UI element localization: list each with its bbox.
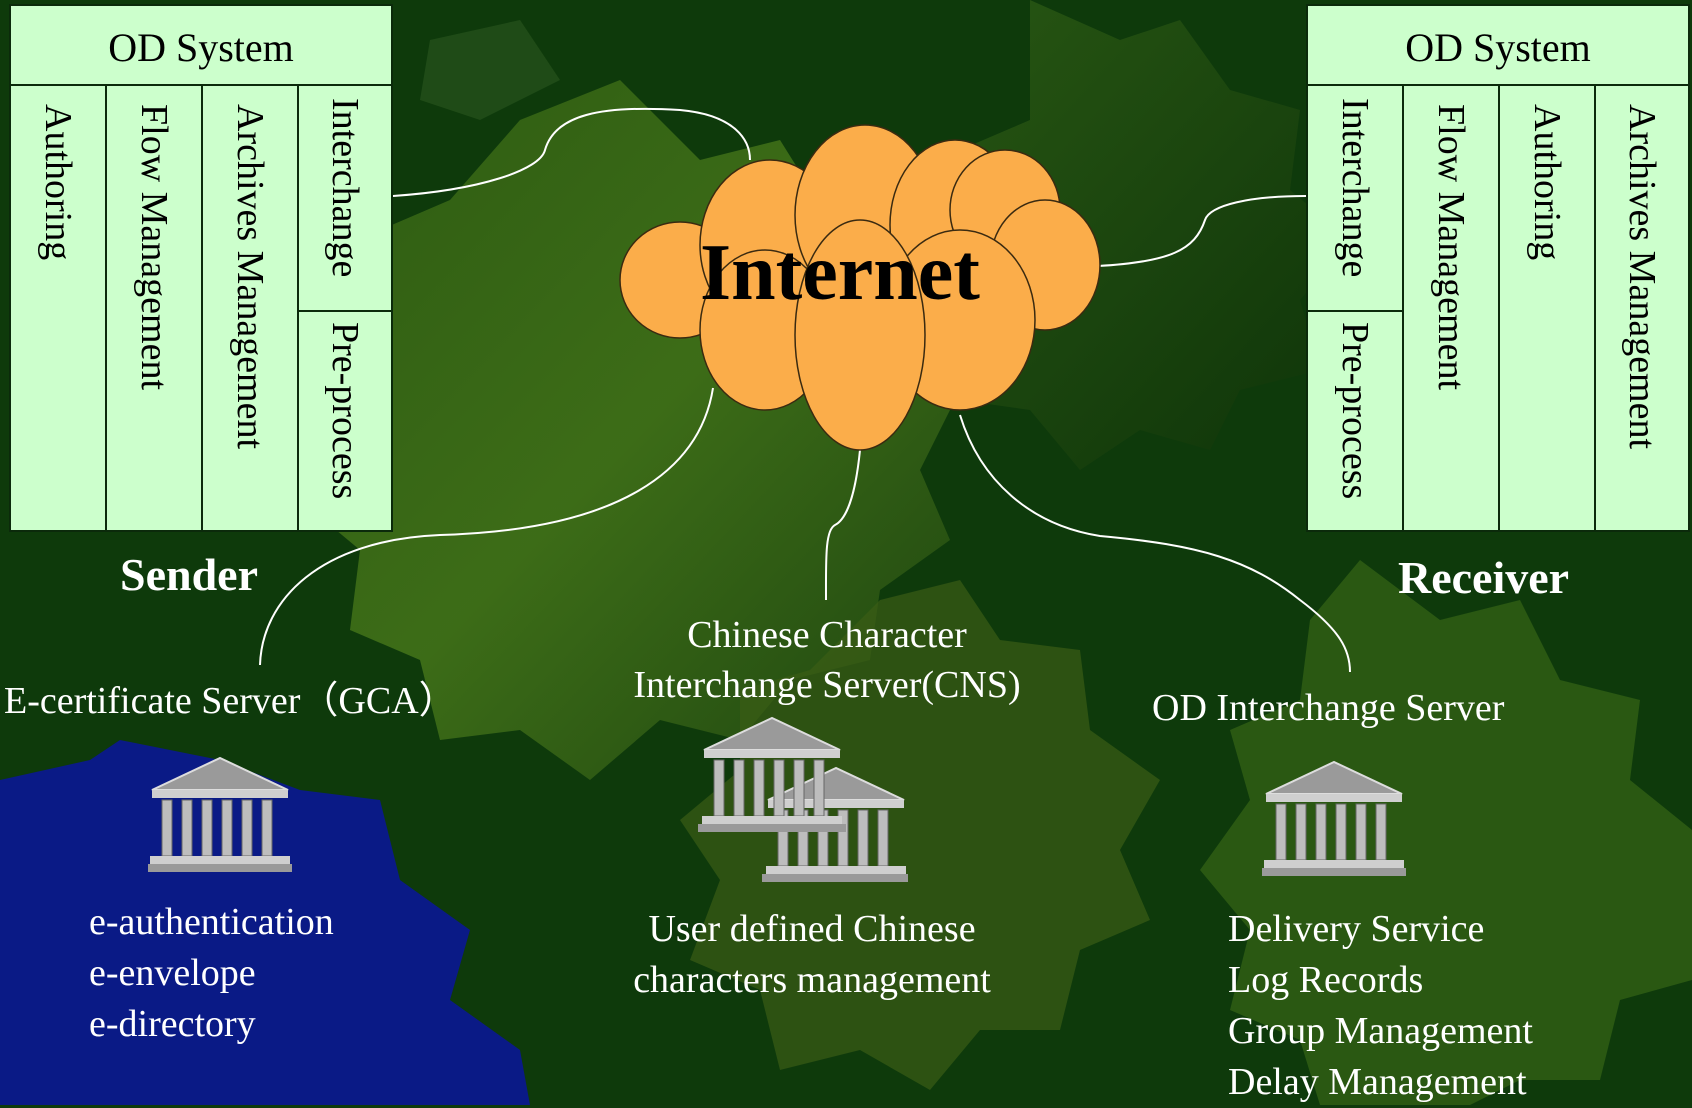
receiver-module-interchange: Interchange	[1308, 86, 1404, 312]
receiver-od-title: OD System	[1308, 6, 1688, 86]
receiver-module-flow-management: Flow Management	[1404, 86, 1500, 530]
server-building-icon	[148, 756, 292, 872]
list-item: User defined Chinese	[648, 908, 976, 950]
list-item: characters management	[633, 959, 991, 1001]
module-label: Interchange	[1334, 98, 1376, 278]
module-label: Pre-process	[324, 322, 366, 500]
sender-module-authoring: Authoring	[11, 86, 107, 530]
module-label: Authoring	[37, 104, 79, 261]
sender-od-title: OD System	[11, 6, 391, 86]
od-interchange-server-title: OD Interchange Server	[1152, 687, 1505, 729]
list-item: e-envelope	[89, 952, 256, 994]
gca-feature-list: e-authentication e-envelope e-directory	[89, 897, 334, 1050]
receiver-label: Receiver	[1398, 552, 1570, 603]
receiver-module-archives-management: Archives Management	[1596, 86, 1688, 530]
list-item: Group Management	[1228, 1010, 1533, 1052]
odis-feature-list: Delivery Service Log Records Group Manag…	[1228, 904, 1533, 1108]
list-item: e-authentication	[89, 901, 334, 943]
module-label: Flow Management	[1430, 104, 1472, 391]
module-label: Pre-process	[1334, 322, 1376, 500]
gca-server-title: E-certificate Server（GCA）	[4, 680, 457, 722]
sender-module-archives-management: Archives Management	[203, 86, 299, 530]
module-label: Flow Management	[133, 104, 175, 391]
server-building-icon	[1262, 760, 1406, 876]
internet-label: Internet	[700, 229, 980, 317]
module-label: Interchange	[324, 98, 366, 278]
cns-feature-list: User defined Chinese characters manageme…	[602, 904, 1022, 1006]
cns-server-title: Chinese Character Interchange Server(CNS…	[612, 610, 1042, 710]
cns-building-icons	[698, 716, 908, 882]
cns-title-line1: Chinese Character	[687, 614, 967, 656]
sender-label: Sender	[120, 549, 258, 600]
sender-module-interchange: Interchange	[299, 86, 391, 312]
cns-title-line2: Interchange Server(CNS)	[633, 664, 1021, 706]
list-item: Delivery Service	[1228, 908, 1485, 950]
sender-module-pre-process: Pre-process	[299, 312, 391, 530]
module-label: Archives Management	[1621, 104, 1663, 450]
sender-od-system: OD System Authoring Flow Management Arch…	[9, 4, 393, 532]
list-item: e-directory	[89, 1003, 256, 1045]
list-item: Log Records	[1228, 959, 1424, 1001]
module-label: Archives Management	[229, 104, 271, 450]
module-label: Authoring	[1526, 104, 1568, 261]
sender-module-flow-management: Flow Management	[107, 86, 203, 530]
internet-cloud	[619, 124, 1101, 451]
list-item: Delay Management	[1228, 1061, 1527, 1103]
receiver-module-pre-process: Pre-process	[1308, 312, 1404, 530]
receiver-module-authoring: Authoring	[1500, 86, 1596, 530]
receiver-od-system: OD System Interchange Pre-process Flow M…	[1306, 4, 1690, 532]
